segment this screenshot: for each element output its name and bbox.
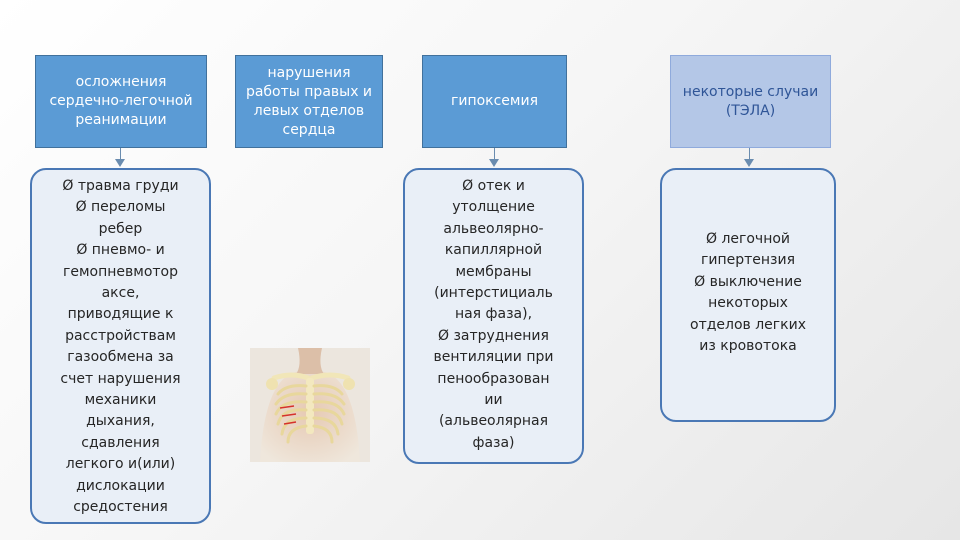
header-pe-cases: некоторые случаи (ТЭЛА) (670, 55, 831, 148)
header-hypoxemia-text: гипоксемия (450, 93, 539, 109)
detail-chest-trauma-text: Ø травма груди Ø переломы ребер Ø пневмо… (60, 178, 181, 516)
header-cpr-complications: осложнения сердечно-легочной реанимации (35, 55, 207, 148)
header-heart-dysfunction: нарушения работы правых и левых отделов … (235, 55, 383, 148)
detail-membrane-text: Ø отек и утолщение альвеолярно- капилляр… (433, 178, 554, 451)
detail-box-chest-trauma: Ø травма груди Ø переломы ребер Ø пневмо… (30, 168, 211, 524)
detail-box-pulmonary: Ø легочной гипертензия Ø выключение неко… (660, 168, 836, 422)
detail-pulmonary-text: Ø легочной гипертензия Ø выключение неко… (690, 231, 806, 355)
header-heart-dysfunction-text: нарушения работы правых и левых отделов … (245, 64, 373, 138)
header-pe-cases-text: некоторые случаи (ТЭЛА) (682, 83, 819, 119)
detail-box-membrane: Ø отек и утолщение альвеолярно- капилляр… (403, 168, 584, 464)
chest-skeleton-drawing (250, 348, 370, 462)
header-hypoxemia: гипоксемия (422, 55, 567, 148)
header-cpr-complications-text: осложнения сердечно-легочной реанимации (49, 74, 193, 128)
chest-skeleton-image (250, 348, 370, 462)
